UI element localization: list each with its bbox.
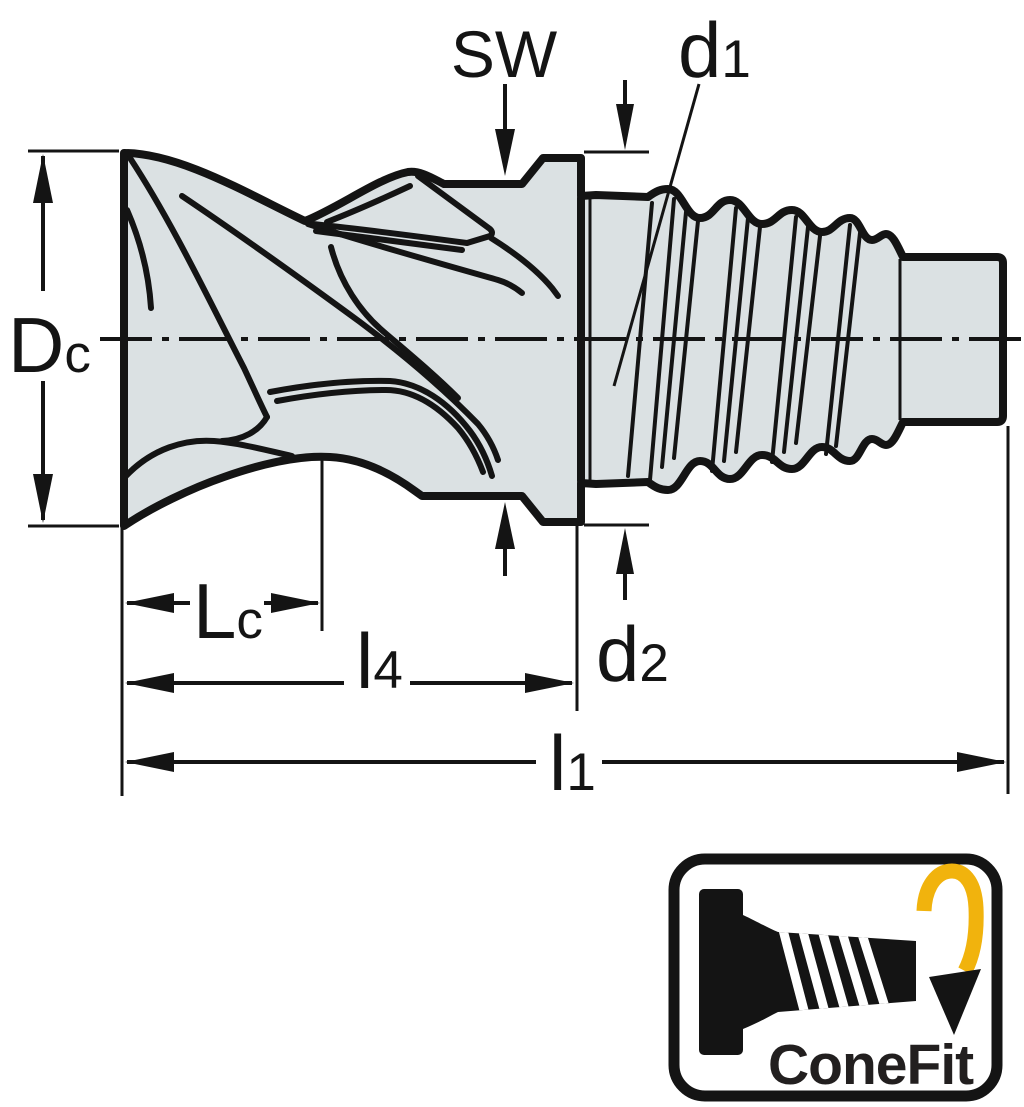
arrowhead-right — [525, 673, 574, 693]
rotation-arrow-icon — [916, 863, 984, 1035]
flute-line — [122, 437, 295, 480]
dimension-sw: SW — [451, 17, 558, 576]
cone-icon — [699, 889, 916, 1055]
flute-line — [219, 414, 270, 444]
arrowhead-up — [33, 154, 53, 203]
flute-line — [124, 207, 154, 311]
dimension-d2: d2 — [584, 80, 669, 698]
dimension-dc: Dc — [8, 149, 119, 528]
cone-stripes — [777, 924, 891, 1020]
d2-label: d2 — [596, 610, 669, 698]
arrowhead-down — [495, 129, 515, 176]
cone-stripe — [857, 932, 891, 1012]
flute-line — [313, 228, 465, 253]
conefit-logo-text: ConeFit — [768, 1033, 974, 1097]
arrowhead-down — [33, 474, 53, 523]
flute-line — [488, 235, 561, 299]
cone-stripe — [817, 928, 851, 1016]
rotation-arc — [916, 863, 984, 975]
cone-stripe — [837, 930, 871, 1014]
d1-label: d1 — [678, 6, 751, 94]
arrowhead-right — [271, 593, 320, 613]
dc-label: Dc — [8, 301, 91, 389]
arrowhead-right — [957, 752, 1006, 772]
flute-line — [310, 221, 470, 246]
l1-label: l1 — [549, 719, 596, 807]
lc-label: Lc — [193, 567, 263, 655]
flute-line — [267, 377, 495, 479]
flute-line — [127, 155, 270, 420]
dimension-d1: d1 — [612, 6, 751, 387]
dimension-lc: Lc — [125, 459, 324, 655]
thread-flank — [794, 234, 822, 445]
flute-detail-lines — [122, 155, 561, 480]
rotation-arrowhead — [929, 969, 981, 1035]
flute-line — [324, 183, 413, 225]
dimension-l1: l1 — [125, 426, 1010, 807]
arrowhead-up — [495, 502, 515, 549]
thread-flank — [710, 206, 738, 473]
dimension-l4: l4 — [125, 524, 579, 711]
conefit-badge: ConeFit — [668, 853, 1003, 1102]
flute-line — [179, 193, 501, 463]
cone-flange — [699, 889, 743, 1055]
arrowhead-down — [616, 104, 634, 150]
l4-label: l4 — [356, 617, 403, 705]
cone-stripe — [777, 924, 811, 1020]
arrowhead-left — [125, 673, 174, 693]
flute-line — [328, 244, 461, 401]
arrowhead-left — [125, 593, 174, 613]
sw-label: SW — [451, 17, 558, 91]
flute-line — [274, 386, 486, 475]
cone-stripe — [797, 926, 831, 1018]
arrowhead-up — [616, 528, 634, 574]
arrowhead-left — [125, 752, 174, 772]
leader-line — [612, 83, 701, 387]
